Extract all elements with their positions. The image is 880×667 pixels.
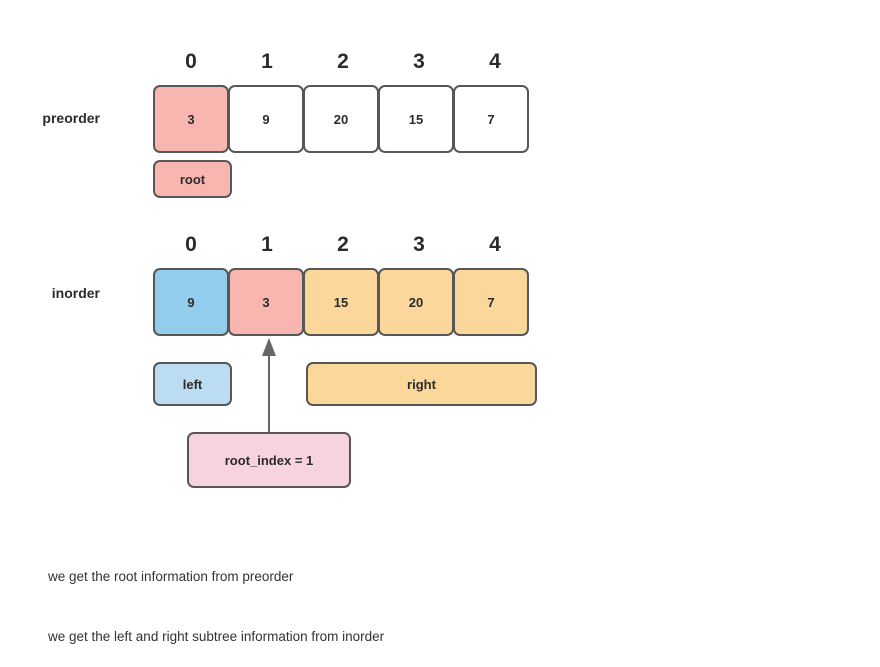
root-index-arrow bbox=[262, 338, 276, 436]
index-label-inorder-1: 1 bbox=[261, 233, 273, 256]
row-label-inorder: inorder bbox=[51, 285, 100, 301]
preorder-cell-0[interactable]: 3 bbox=[153, 85, 229, 153]
preorder-cell-3[interactable]: 15 bbox=[378, 85, 454, 153]
tag-root[interactable]: root bbox=[153, 160, 232, 198]
caption-line-1: we get the root information from preorde… bbox=[48, 569, 294, 584]
index-label-preorder-2: 2 bbox=[337, 50, 349, 73]
row-label-preorder: preorder bbox=[42, 110, 100, 126]
inorder-cell-2[interactable]: 15 bbox=[303, 268, 379, 336]
tag-root-index[interactable]: root_index = 1 bbox=[187, 432, 351, 488]
index-label-inorder-4: 4 bbox=[489, 233, 501, 256]
index-row-preorder: 0 1 2 3 4 bbox=[153, 50, 533, 74]
index-label-preorder-0: 0 bbox=[185, 50, 197, 73]
preorder-cell-4[interactable]: 7 bbox=[453, 85, 529, 153]
array-preorder: 3 9 20 15 7 bbox=[153, 85, 529, 153]
index-label-preorder-1: 1 bbox=[261, 50, 273, 73]
tag-right[interactable]: right bbox=[306, 362, 537, 406]
index-label-inorder-0: 0 bbox=[185, 233, 197, 256]
index-row-inorder: 0 1 2 3 4 bbox=[153, 233, 533, 257]
inorder-cell-4[interactable]: 7 bbox=[453, 268, 529, 336]
caption: we get the root information from preorde… bbox=[48, 527, 384, 667]
preorder-cell-2[interactable]: 20 bbox=[303, 85, 379, 153]
inorder-cell-1[interactable]: 3 bbox=[228, 268, 304, 336]
array-inorder: 9 3 15 20 7 bbox=[153, 268, 529, 336]
index-label-preorder-4: 4 bbox=[489, 50, 501, 73]
index-label-preorder-3: 3 bbox=[413, 50, 425, 73]
preorder-cell-1[interactable]: 9 bbox=[228, 85, 304, 153]
inorder-cell-0[interactable]: 9 bbox=[153, 268, 229, 336]
caption-line-2: we get the left and right subtree inform… bbox=[48, 629, 385, 644]
inorder-cell-3[interactable]: 20 bbox=[378, 268, 454, 336]
tag-left[interactable]: left bbox=[153, 362, 232, 406]
index-label-inorder-2: 2 bbox=[337, 233, 349, 256]
index-label-inorder-3: 3 bbox=[413, 233, 425, 256]
